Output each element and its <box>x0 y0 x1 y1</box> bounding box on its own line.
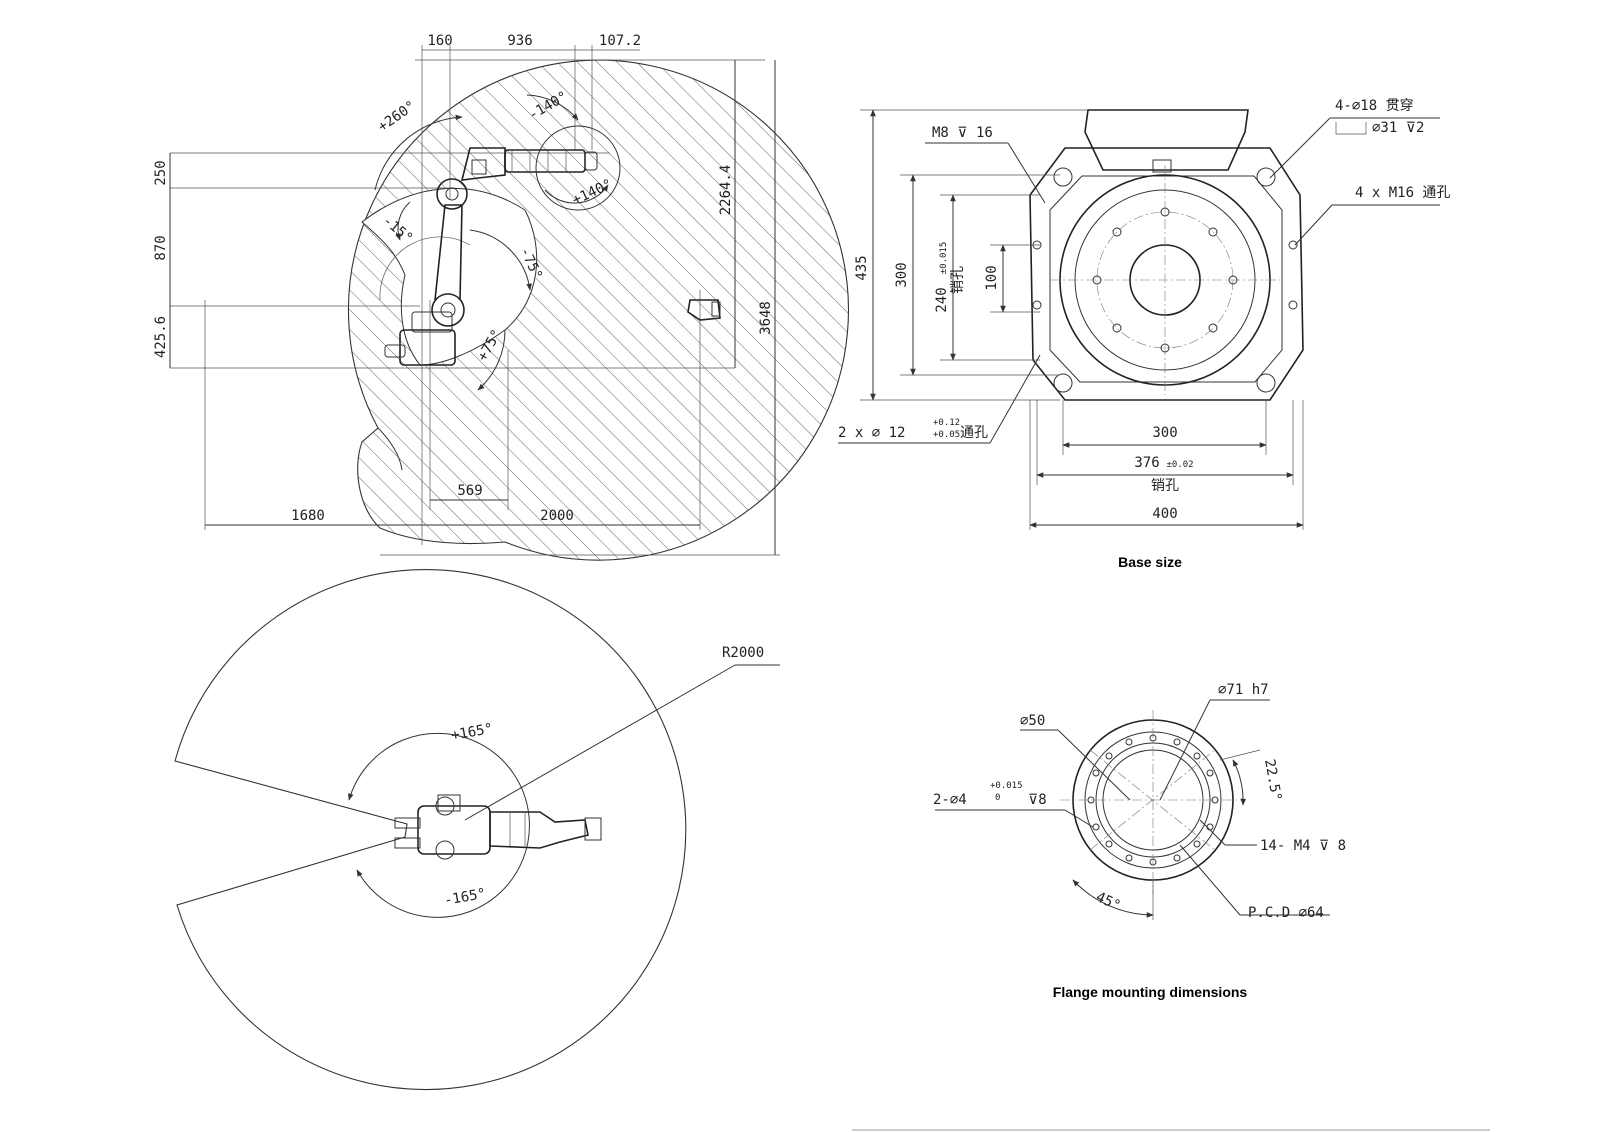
flange-bolt-circle <box>1087 734 1219 866</box>
base-view: 4-∅18 贯穿 ∅31 ⊽2 4 x M16 通孔 M8 ⊽ 16 2 x ∅… <box>838 98 1450 570</box>
flange-taps: 14- M4 ⊽ 8 <box>1260 838 1346 854</box>
angle-plus-165: +165° <box>450 721 494 744</box>
base-note-pin-tol-lower: +0.05 <box>933 430 960 440</box>
dim-left-250: 250 <box>153 160 169 185</box>
base-bolt-circle <box>1092 207 1238 353</box>
robot-arm-top <box>394 794 602 860</box>
flange-pin-depth: ⊽8 <box>1028 792 1047 808</box>
base-dim-300h: 300 <box>1152 425 1177 441</box>
base-dim-240: 240 <box>934 287 950 312</box>
dim-right-3648: 3648 <box>758 301 774 335</box>
base-dim-300v: 300 <box>894 262 910 287</box>
base-note-pin-tol-upper: +0.12 <box>933 418 960 428</box>
wrist-reach-circle <box>535 125 621 211</box>
flange-caption: Flange mounting dimensions <box>1053 984 1248 1000</box>
end-effector-side <box>687 299 721 321</box>
dim-top-160: 160 <box>427 33 452 49</box>
base-dim-400: 400 <box>1152 506 1177 522</box>
base-note-pin-suffix: 通孔 <box>960 425 988 441</box>
dim-right-2264: 2264.4 <box>718 165 734 216</box>
flange-pin-tol-lower: 0 <box>995 793 1000 803</box>
dim-bottom-1680: 1680 <box>291 508 325 524</box>
base-dim-435: 435 <box>854 255 870 280</box>
base-dim-376-tol: ±0.02 <box>1166 460 1193 470</box>
flange-pin-tol-upper: +0.015 <box>990 781 1023 791</box>
flange-angle-22: 22.5° <box>1261 758 1284 802</box>
radius-label: R2000 <box>722 645 764 661</box>
dim-bottom-569: 569 <box>457 483 482 499</box>
top-reach-sector <box>174 569 687 1091</box>
base-note-m8: M8 ⊽ 16 <box>932 125 993 141</box>
base-note-thru-holes: 4-∅18 贯穿 <box>1335 98 1414 114</box>
flange-pin: 2-∅4 <box>933 792 967 808</box>
base-caption: Base size <box>1118 554 1182 570</box>
base-dim-240-note: 销孔 <box>950 266 966 294</box>
base-dim-376-note: 销孔 <box>1151 478 1179 494</box>
angle-minus-165: -165° <box>443 886 487 909</box>
flange-view: ∅71 h7 ∅50 2-∅4 +0.015 0 ⊽8 22.5° 14- M4… <box>933 682 1346 1000</box>
base-dim-376: 376 <box>1134 455 1159 471</box>
dim-left-870: 870 <box>153 235 169 260</box>
base-top-bracket <box>1084 109 1249 171</box>
dim-left-425: 425.6 <box>153 316 169 358</box>
base-dim-240-tol: ±0.015 <box>939 242 949 275</box>
dim-top-936: 936 <box>507 33 532 49</box>
side-workspace-view: 160 936 107.2 250 870 425.6 2264.4 3648 … <box>153 33 850 561</box>
side-reach-envelope <box>347 59 850 561</box>
robot-arm-side <box>384 147 598 366</box>
base-note-pin-holes: 2 x ∅ 12 <box>838 425 905 441</box>
dim-top-107: 107.2 <box>599 33 641 49</box>
angle-plus-260: +260° <box>375 98 419 135</box>
base-dim-100: 100 <box>984 265 1000 290</box>
flange-pcd: P.C.D ∅64 <box>1248 905 1324 921</box>
base-note-tapped-holes: 4 x M16 通孔 <box>1355 185 1450 201</box>
base-note-counterbore: ∅31 ⊽2 <box>1372 120 1424 136</box>
flange-d50: ∅50 <box>1020 713 1045 729</box>
top-workspace-view: R2000 +165° -165° <box>174 569 780 1091</box>
side-inner-cutout <box>361 187 538 366</box>
flange-angle-45: 45° <box>1093 889 1123 914</box>
dim-bottom-2000: 2000 <box>540 508 574 524</box>
flange-d71: ∅71 h7 <box>1218 682 1269 698</box>
base-outline <box>1029 147 1304 401</box>
